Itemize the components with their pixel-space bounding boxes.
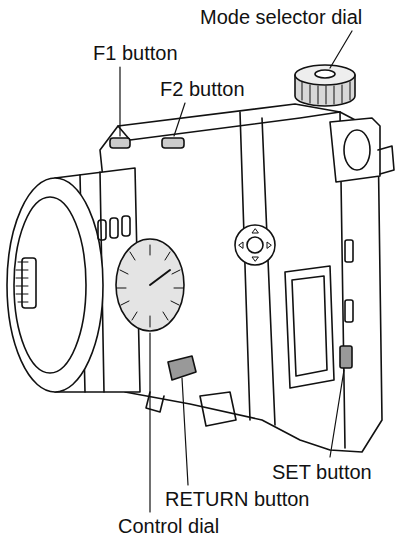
lens-switch: [22, 258, 36, 308]
button-label: SET button: [272, 460, 372, 484]
card-door: [200, 392, 236, 426]
eyepiece: [344, 130, 370, 170]
dial-grip: [302, 82, 350, 104]
strap-lug: [378, 146, 394, 174]
leader-line: [330, 31, 352, 68]
leader-line: [119, 67, 120, 136]
leader-line: [174, 103, 185, 136]
lens-inner: [14, 197, 86, 373]
arrow-pad-center: [247, 237, 263, 253]
arrow-marks: [239, 229, 271, 261]
button-label: F2 button: [160, 77, 245, 101]
side-window: [98, 220, 106, 240]
leader-line: [330, 370, 344, 457]
f2-button: [162, 138, 184, 148]
mode-dial-center: [315, 70, 335, 78]
leader-line: [182, 378, 188, 485]
lcd-screen: [292, 276, 327, 376]
dial-pointer: [150, 270, 170, 285]
dial-label: Mode selector dial: [200, 5, 362, 29]
return-button: [168, 356, 196, 380]
leader-line: [149, 333, 150, 512]
side-window: [110, 218, 118, 238]
body-edge: [240, 112, 345, 448]
side-window: [122, 216, 130, 236]
leader-lines: [120, 31, 352, 512]
f1-button: [110, 138, 130, 148]
strap-ring: [146, 392, 164, 412]
button-label: RETURN button: [165, 487, 310, 511]
arrow-pad: [235, 225, 275, 265]
set-button: [340, 346, 352, 368]
dial-ticks: [117, 245, 183, 327]
top-plate: [118, 112, 340, 140]
side-button: [345, 300, 353, 322]
button-label: F1 button: [93, 41, 178, 65]
lcd-monitor: [285, 266, 334, 388]
control-dial: [116, 239, 184, 331]
lens-front: [7, 178, 103, 392]
side-button: [345, 240, 353, 262]
mode-dial-top: [295, 65, 355, 85]
viewfinder: [330, 118, 380, 182]
dial-label: Control dial: [118, 514, 219, 538]
